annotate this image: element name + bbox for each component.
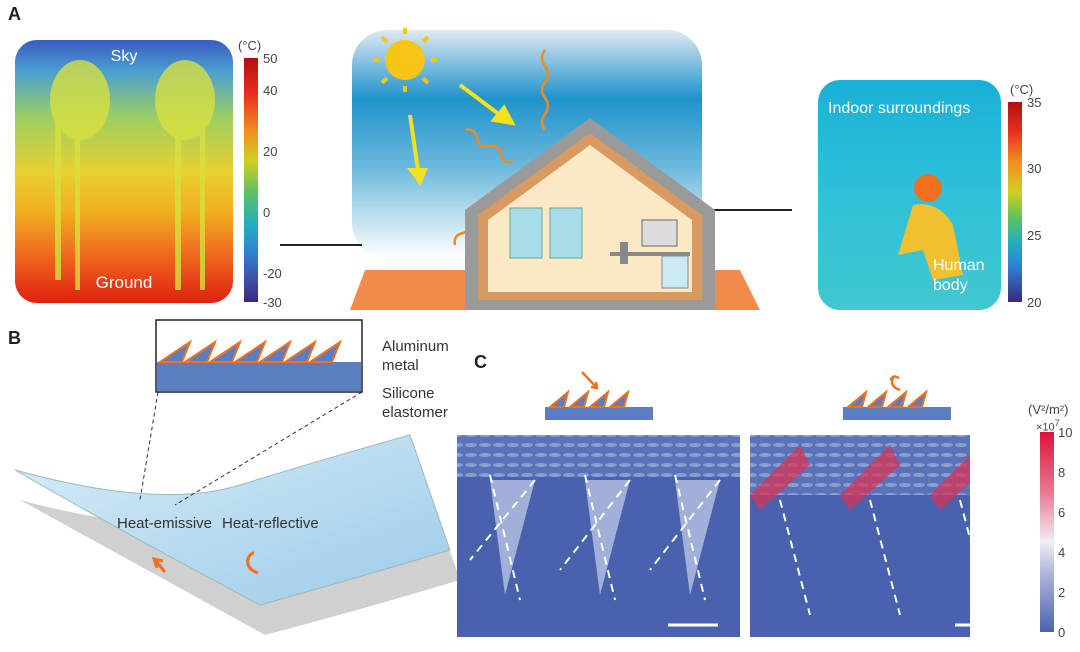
window: [549, 207, 583, 259]
aluminum-label: Aluminum: [382, 338, 449, 355]
emissive-arrow-icon: [151, 556, 167, 573]
film-diagram: [14, 319, 460, 635]
indoor-thermal-image: Indoor surroundings Human body: [818, 80, 1001, 310]
outdoor-colorbar-unit: (°C): [238, 38, 262, 53]
outdoor-tick: -30: [263, 295, 282, 310]
heat-emissive-label: Heat-emissive: [117, 515, 213, 532]
outdoor-tick: -20: [263, 266, 282, 281]
metal-label: metal: [382, 357, 419, 374]
body-label: body: [933, 277, 968, 294]
sunlight-arrows: [407, 83, 516, 186]
computer-icon: [641, 219, 678, 247]
field-tick: 4: [1058, 545, 1066, 560]
sun-icon: [373, 28, 437, 92]
flexible-film: [14, 434, 451, 606]
panel-label-c: C: [474, 352, 487, 372]
field-map-reflective: [750, 435, 970, 637]
scale-text: ×10: [1036, 421, 1055, 434]
indoor-colorbar-unit: (°C): [1010, 82, 1034, 97]
chair-icon: [620, 242, 628, 264]
field-simulation: [457, 371, 970, 637]
scale-exponent: 7: [1054, 418, 1060, 428]
outdoor-colorbar: [244, 58, 258, 302]
window: [509, 207, 543, 259]
indoor-tick: 25: [1027, 228, 1042, 243]
sky-label: Sky: [110, 48, 138, 65]
reflective-arrow-icon: [246, 551, 259, 575]
field-map-emissive: [457, 435, 740, 637]
indoor-tick: 30: [1027, 161, 1042, 176]
outdoor-tick: 20: [263, 144, 278, 159]
indoor-surroundings-label: Indoor surroundings: [828, 100, 971, 117]
field-colorbar: [1040, 432, 1054, 632]
elastomer-label: elastomer: [382, 404, 448, 421]
house-scene: [280, 28, 792, 310]
outdoor-thermal-image: Sky Ground: [15, 40, 233, 303]
silicone-label: Silicone: [382, 385, 435, 402]
field-tick: 8: [1058, 465, 1066, 480]
desk: [610, 252, 690, 256]
human-silhouette: [898, 174, 963, 280]
indoor-tick: 20: [1027, 295, 1042, 310]
outdoor-tick: 40: [263, 83, 278, 98]
field-colorbar-unit: (V²/m²): [1028, 402, 1069, 417]
outdoor-tick: 50: [263, 51, 278, 66]
indoor-tick: 35: [1027, 95, 1042, 110]
emissive-structure-icon: [545, 371, 653, 420]
human-label: Human: [933, 257, 985, 274]
heat-reflective-label: Heat-reflective: [222, 515, 319, 532]
panel-label-b: B: [8, 328, 21, 348]
field-tick: 0: [1058, 625, 1066, 640]
field-tick: 10: [1058, 425, 1073, 440]
panel-label-a: A: [8, 4, 21, 24]
field-tick: 2: [1058, 585, 1066, 600]
outdoor-tick: 0: [263, 205, 271, 220]
field-tick: 6: [1058, 505, 1066, 520]
reflective-structure-icon: [843, 374, 951, 420]
indoor-colorbar: [1008, 102, 1022, 302]
ground-label: Ground: [95, 273, 153, 292]
field-colorbar-scale: ×107: [1036, 418, 1060, 434]
